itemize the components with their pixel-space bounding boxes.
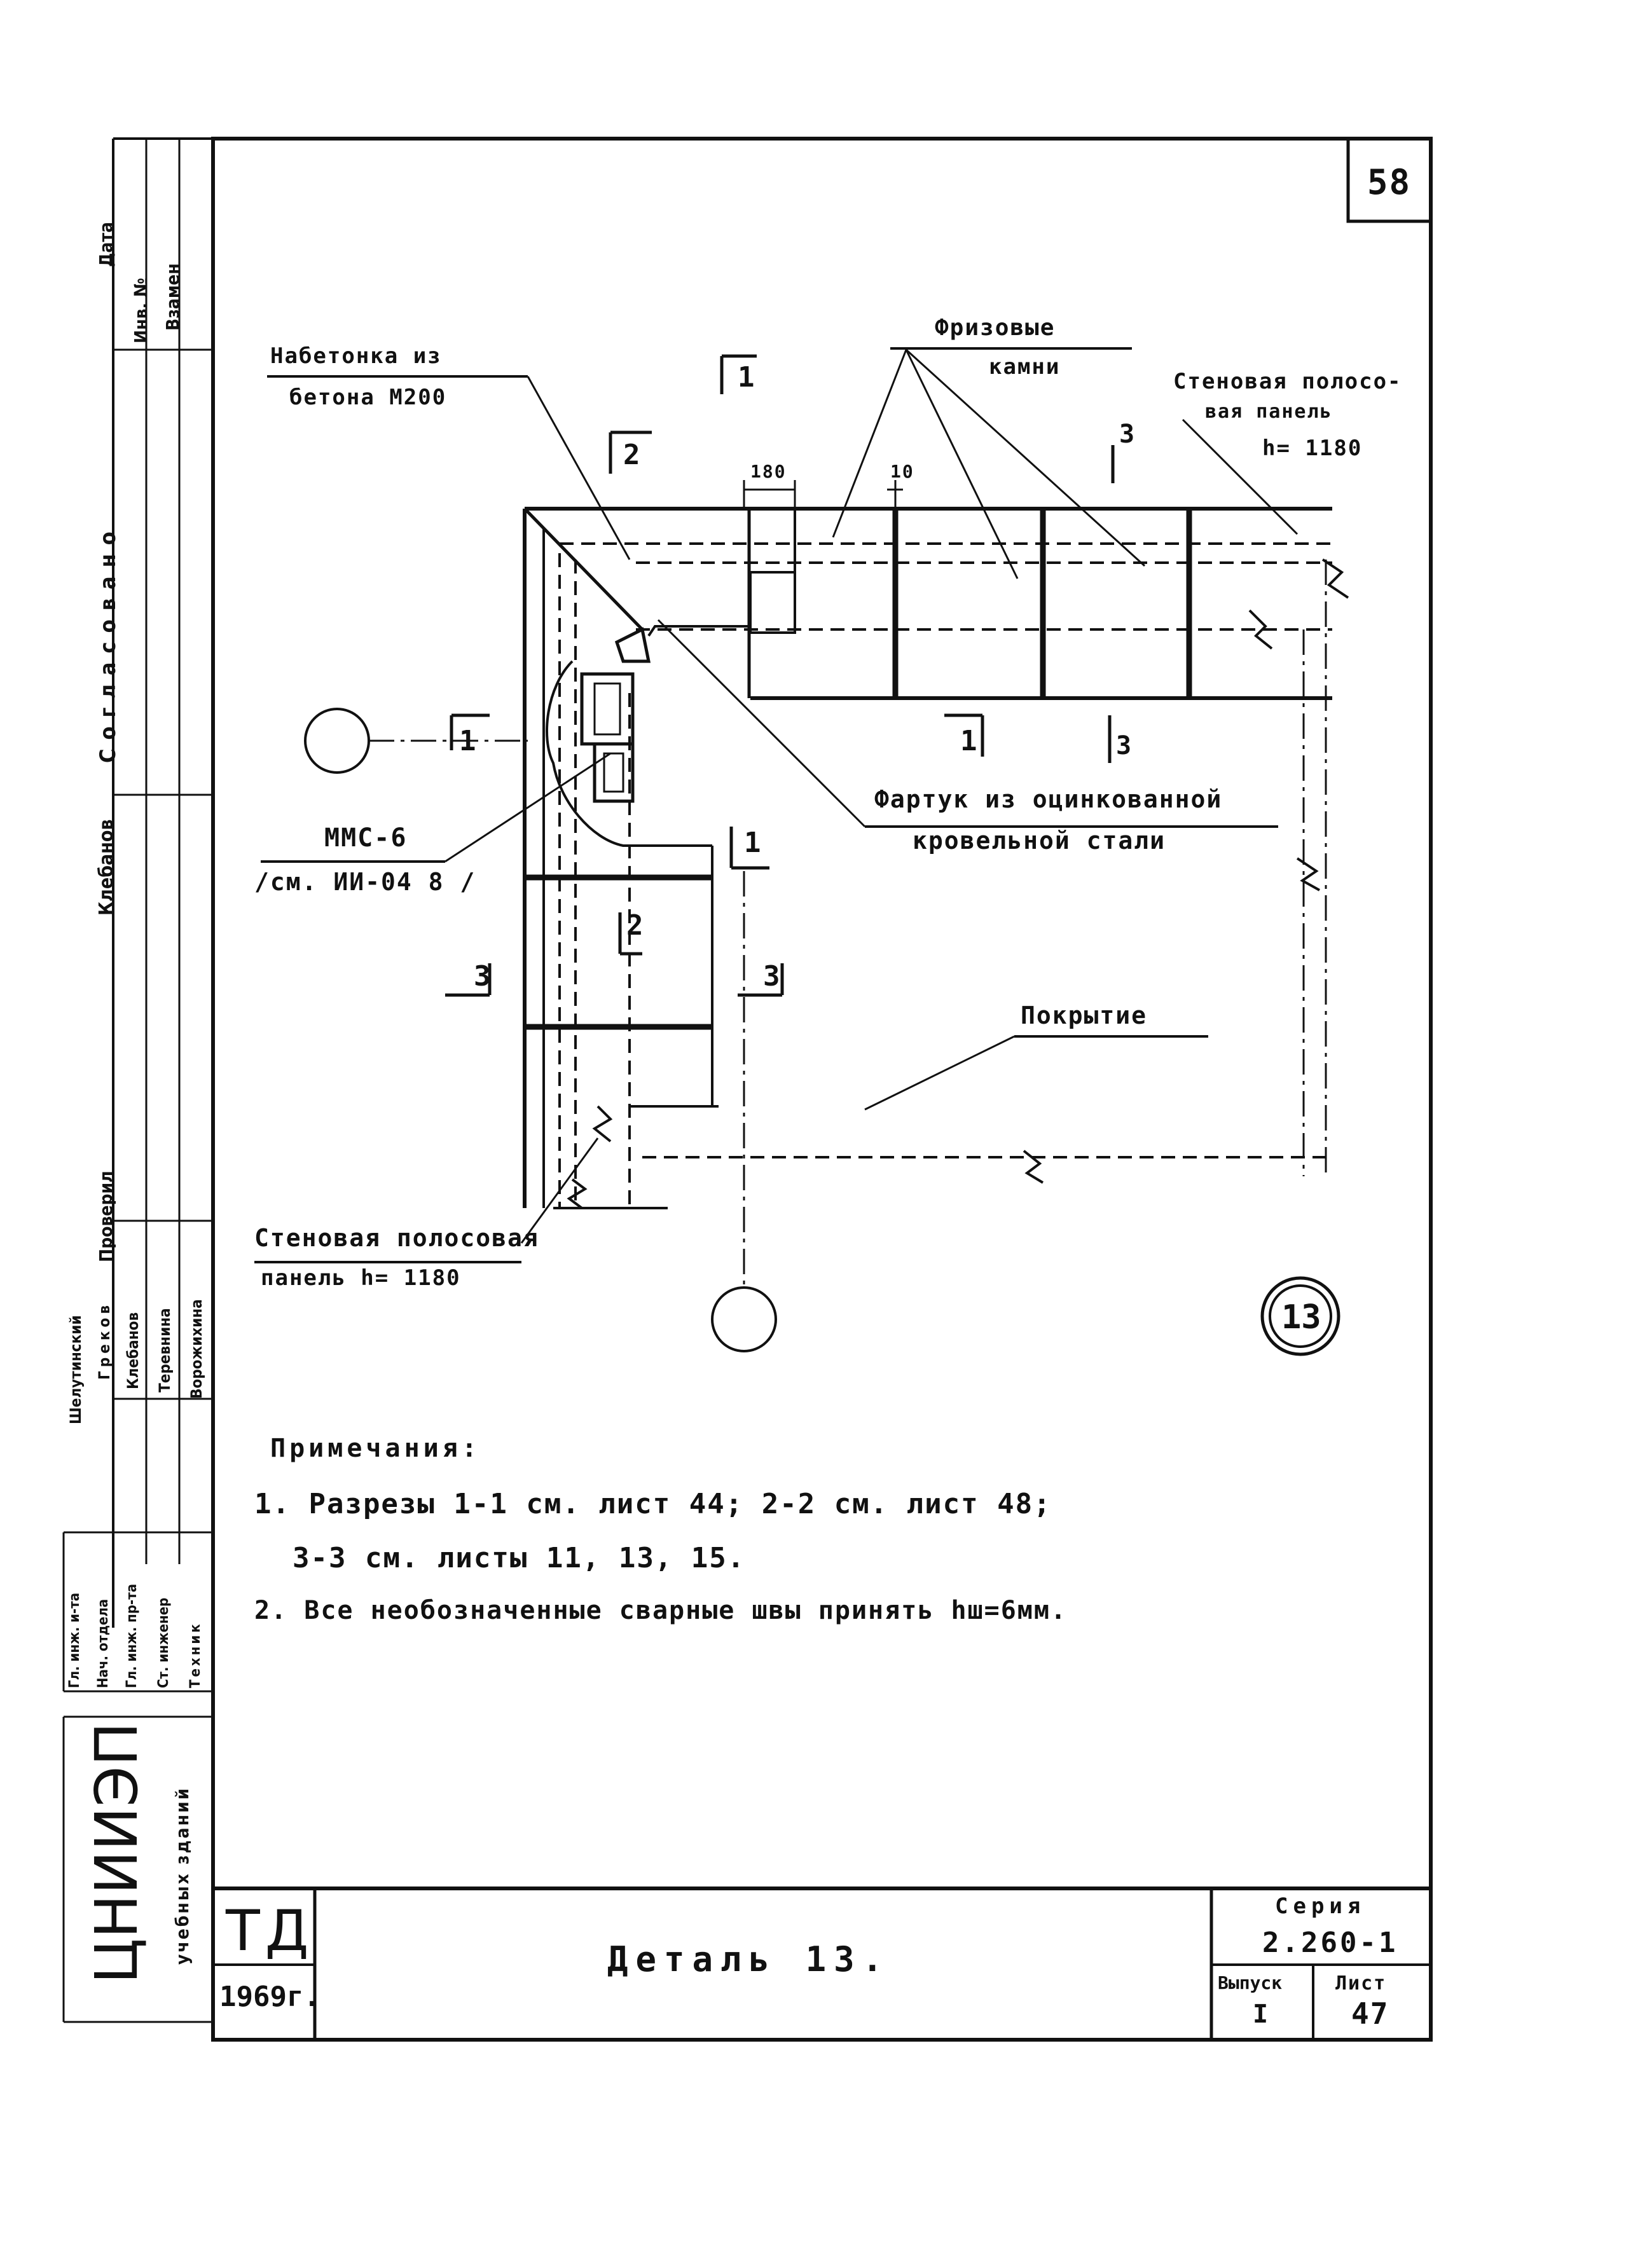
dimension-label: 10 (890, 461, 914, 482)
sidebar-role: Техник (188, 1621, 203, 1688)
notes-heading: Примечания: (270, 1434, 481, 1463)
sidebar-name: Теревнина (156, 1308, 174, 1392)
section-mark-label: 3 (763, 960, 782, 993)
callout-wall-top-line3: h= 1180 (1262, 436, 1363, 461)
sidebar-inv-no: Инв. № (130, 277, 151, 343)
org-name: ЦНИИЭП (83, 1722, 151, 1984)
sidebar-role: Нач. отдела (95, 1598, 111, 1688)
callout-mms-line2: /см. ИИ-04 8 / (254, 868, 476, 896)
sidebar-soglasovano: Согласовано (95, 523, 121, 763)
callout-pokrytie: Покрытие (1021, 1001, 1148, 1029)
section-mark-label: 1 (960, 725, 979, 757)
callout-frizovye-line2: камни (989, 354, 1061, 380)
sidebar-role: Гл. инж. и-та (67, 1592, 83, 1688)
callout-wall-bottom-line1: Стеновая полосовая (254, 1224, 539, 1252)
sidebar-name: Ворожихина (188, 1299, 205, 1399)
sidebar-role: Гл. инж. пр-та (124, 1583, 140, 1688)
drawing-title: Деталь 13. (607, 1939, 891, 1979)
section-mark-label: 3 (1119, 420, 1136, 449)
section-mark-label: 1 (459, 725, 478, 757)
org-subtitle: учебных зданий (172, 1786, 193, 1965)
sheet-frame (211, 137, 1433, 2042)
vypusk-label: Выпуск (1218, 1972, 1283, 1993)
sidebar-name: Клебанов (124, 1312, 142, 1389)
callout-fartuk-line2: кровельной стали (913, 827, 1166, 855)
seria-label: Серия (1275, 1893, 1366, 1919)
detail-marker-number: 13 (1281, 1298, 1321, 1337)
section-mark-label: 2 (623, 439, 642, 471)
seria-value: 2.260-1 (1262, 1927, 1398, 1959)
title-block-year: 1969г. (219, 1981, 320, 2013)
sidebar-vzamen: Взамен (162, 263, 183, 331)
callout-wall-bottom-line2: панель h= 1180 (261, 1265, 461, 1291)
sidebar-proveril: Проверил (95, 1171, 116, 1262)
section-mark-label: 1 (738, 361, 756, 394)
note-2: 2. Все необозначенные сварные швы принят… (254, 1596, 1068, 1625)
note-1-line-1: 1. Разрезы 1-1 см. лист 44; 2-2 см. лист… (254, 1488, 1052, 1520)
title-block-td: ТД (226, 1898, 314, 1963)
callout-nabetonka-line1: Набетонка из (270, 343, 442, 369)
callout-fartuk-line1: Фартук из оцинкованной (874, 785, 1223, 813)
callout-nabetonka-line2: бетона М200 (289, 385, 447, 410)
section-mark-label: 3 (1116, 731, 1133, 760)
list-value: 47 (1351, 1997, 1389, 2031)
sidebar-name: Шелутинский (67, 1315, 85, 1424)
callout-wall-top-line1: Стеновая полосо- (1173, 369, 1402, 394)
callout-frizovye-line1: Фризовые (935, 315, 1056, 341)
callout-mms-line1: ММС-6 (324, 823, 408, 853)
vypusk-value: I (1253, 2000, 1270, 2029)
list-label: Лист (1335, 1972, 1387, 1995)
sidebar-date: Дата (95, 221, 116, 267)
section-mark-label: 1 (744, 827, 762, 859)
sidebar-role: Ст. инженер (156, 1597, 172, 1688)
sheet-corner-number: 58 (1367, 162, 1412, 202)
sidebar-name: Греков (95, 1301, 113, 1380)
note-1-line-2: 3-3 см. листы 11, 13, 15. (293, 1542, 746, 1574)
section-mark-label: 3 (474, 960, 492, 993)
section-mark-label: 2 (626, 909, 645, 942)
callout-wall-top-line2: вая панель (1205, 401, 1333, 423)
sidebar-klebanov: Клебанов (95, 819, 118, 916)
dimension-label: 180 (750, 461, 787, 482)
